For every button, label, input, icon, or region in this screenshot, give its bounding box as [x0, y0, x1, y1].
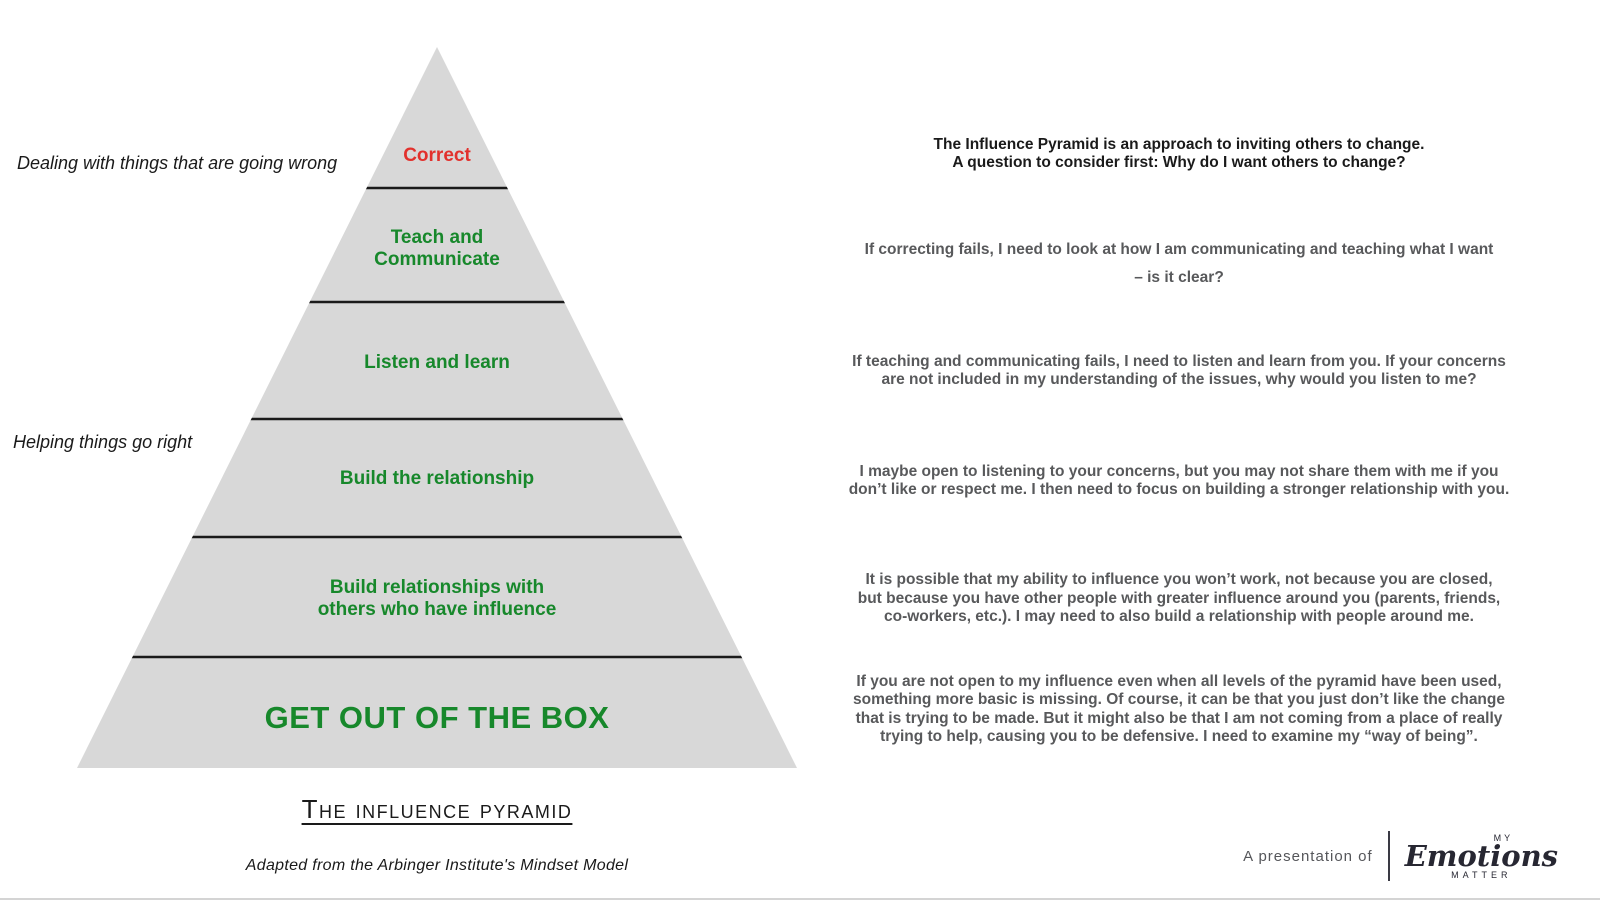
logo-word-emotions: Emotions	[1404, 838, 1558, 873]
side-label-going-wrong: Dealing with things that are going wrong	[17, 153, 338, 173]
slide-bottom-edge	[0, 898, 1600, 900]
logo-word-matter: MATTER	[1451, 869, 1512, 880]
description-teaching-fails: If teaching and communicating fails, I n…	[852, 353, 1506, 388]
description-correcting-fails: If correcting fails, I need to look at h…	[864, 241, 1494, 286]
footer-brand: A presentation of MY Emotions MATTER	[1243, 826, 1558, 886]
pyramid-level-build-others: Build relationships with others who have…	[317, 577, 557, 620]
pyramid-level-teach-communicate: Teach and Communicate	[374, 227, 500, 270]
diagram-source: Adapted from the Arbinger Institute's Mi…	[245, 857, 629, 874]
description-intro: The Influence Pyramid is an approach to …	[933, 136, 1425, 171]
my-emotions-matter-logo: MY Emotions MATTER	[1405, 833, 1558, 880]
description-others-influence: It is possible that my ability to influe…	[857, 571, 1501, 625]
pyramid-shape	[77, 47, 797, 768]
pyramid-level-correct: Correct	[403, 145, 471, 166]
pyramid-level-listen-learn: Listen and learn	[364, 352, 510, 373]
pyramid-level-get-out-of-box: GET OUT OF THE BOX	[264, 700, 610, 735]
side-label-go-right: Helping things go right	[13, 432, 193, 452]
description-build-relationship: I maybe open to listening to your concer…	[848, 463, 1510, 498]
description-way-of-being: If you are not open to my influence even…	[853, 673, 1505, 745]
footer-divider-bar	[1387, 831, 1390, 881]
diagram-title: The influence pyramid	[301, 794, 573, 824]
pyramid-level-build-relationship: Build the relationship	[339, 468, 535, 489]
presented-by-text: A presentation of	[1243, 847, 1373, 865]
logo-word-my: MY	[1493, 832, 1514, 843]
